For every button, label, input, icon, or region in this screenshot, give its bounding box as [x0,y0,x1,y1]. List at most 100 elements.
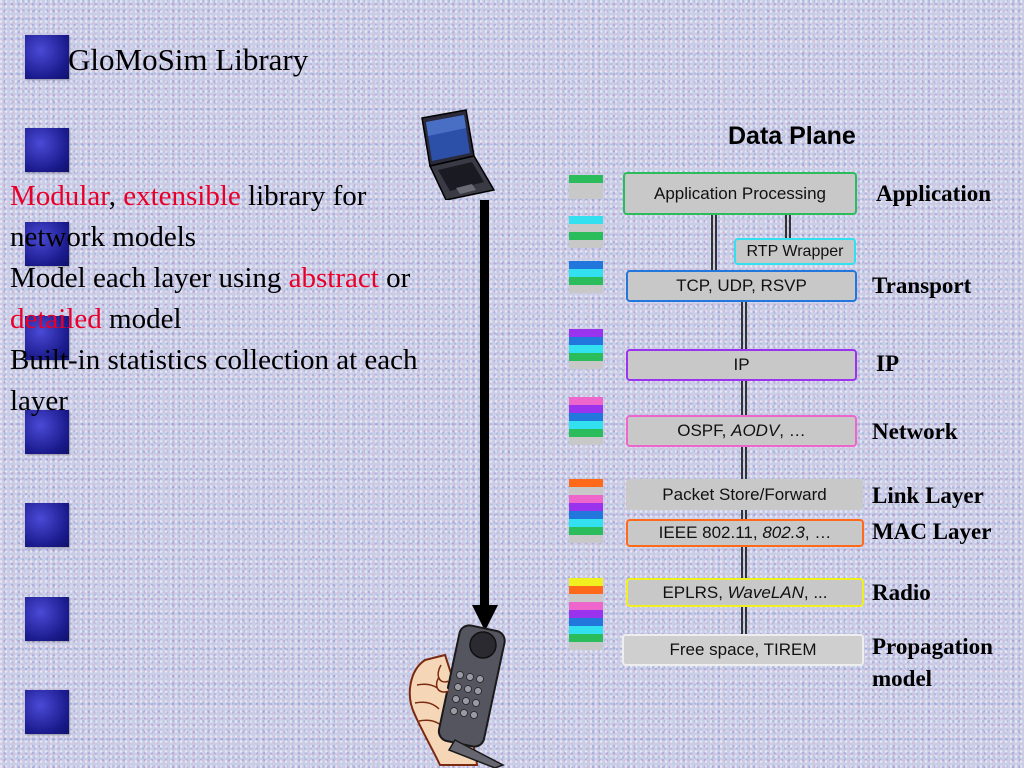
box-application-processing: Application Processing [623,172,857,215]
connector-app-transport-left [711,215,717,270]
text-comma: , [108,180,124,212]
laptop-icon [421,109,496,200]
box-mac-label-c: , … [804,523,832,542]
packet-stripe [569,511,603,519]
text-statistics: Built-in statistics collection at each l… [10,344,418,417]
box-network-label-b: AODV [731,421,780,440]
connector-network-link [741,447,747,479]
box-network-label-a: OSPF, [677,421,732,440]
box-link-label: Packet Store/Forward [662,484,827,504]
packet-stripe-stack [569,175,603,199]
bullet-line-3: Built-in statistics collection at each l… [10,340,450,422]
text-modular: Modular [10,180,109,212]
slide-body: Modular, extensible library for network … [10,176,450,422]
packet-stripe [569,503,603,511]
bullet-square-1 [25,35,69,79]
box-ip-label: IP [733,355,750,374]
packet-stripe [569,421,603,429]
packet-stripe [569,535,603,543]
box-radio-label-b: WaveLAN [727,582,804,602]
label-application: Application [876,181,992,206]
bullet-line-2: Model each layer using abstract or detai… [10,258,450,340]
packet-stripe [569,277,603,285]
packet-stripe-stack [569,261,603,293]
bullet-square-3 [25,222,69,266]
box-propagation-label: Free space, TIREM [669,640,817,659]
packet-stripe [569,175,603,183]
packet-stripe [569,397,603,405]
packet-stripe [569,285,603,293]
packet-stripe-stack [569,216,603,248]
connector-radio-propagation [741,607,747,634]
box-network: OSPF, AODV, … [626,415,857,447]
box-ip: IP [626,349,857,381]
packet-stripe [569,602,603,610]
bullet-square-8 [25,690,69,734]
connector-app-rtp [785,215,791,238]
label-transport: Transport [872,273,972,298]
packet-stripe [569,495,603,503]
text-model-each: Model each layer using [10,262,289,294]
box-link-layer: Packet Store/Forward [626,479,863,510]
packet-stripe [569,519,603,527]
packet-stripe [569,594,603,602]
packet-stripe [569,183,603,191]
packet-stripe [569,240,603,248]
packet-stripe [569,578,603,586]
bullet-square-4 [25,316,69,360]
box-radio: EPLRS, WaveLAN, ... [626,578,864,607]
label-network: Network [872,419,958,444]
box-mac-label-b: 802.3 [762,523,805,542]
box-mac-layer: IEEE 802.11, 802.3, … [626,519,864,547]
text-detailed: detailed [10,303,102,335]
packet-stripe [569,437,603,445]
text-library: library for network models [10,180,367,253]
label-propagation-line2: model [872,666,933,691]
packet-stripe-stack [569,329,603,369]
packet-stripe [569,232,603,240]
connector-link-mac [741,510,747,519]
label-propagation: Propagation model [872,631,993,695]
packet-stripe-stack [569,578,603,650]
label-ip: IP [876,351,899,376]
packet-stripe [569,429,603,437]
packet-stripe [569,269,603,277]
label-link-layer: Link Layer [872,483,984,508]
label-radio: Radio [872,580,931,605]
label-propagation-line1: Propagation [872,634,993,659]
bullet-square-2 [25,128,69,172]
box-rtp-wrapper: RTP Wrapper [734,238,856,265]
bullet-square-6 [25,503,69,547]
box-propagation: Free space, TIREM [622,634,864,666]
connector-ip-network [741,381,747,415]
packet-stripe [569,405,603,413]
text-abstract: abstract [288,262,379,294]
packet-stripe [569,216,603,224]
bullet-square-5 [25,410,69,454]
packet-stripe [569,345,603,353]
box-transport-label: TCP, UDP, RSVP [676,276,807,295]
packet-stripe [569,610,603,618]
box-transport: TCP, UDP, RSVP [626,270,857,302]
packet-stripe [569,261,603,269]
packet-stripe [569,634,603,642]
packet-stripe [569,413,603,421]
packet-stripe [569,191,603,199]
connector-mac-radio [741,547,747,578]
packet-stripe [569,642,603,650]
connector-transport-ip [741,302,747,349]
packet-stripe [569,479,603,487]
packet-stripe [569,527,603,535]
packet-stripe [569,329,603,337]
packet-stripe [569,626,603,634]
packet-stripe [569,586,603,594]
text-model: model [101,303,182,335]
packet-stripe [569,224,603,232]
packet-stripe [569,353,603,361]
text-extensible: extensible [123,180,241,212]
packet-stripe [569,337,603,345]
packet-stripe-stack [569,397,603,445]
packet-stripe [569,618,603,626]
box-mac-label-a: IEEE 802.11, [658,523,763,542]
phone-in-hand-icon [408,624,506,768]
